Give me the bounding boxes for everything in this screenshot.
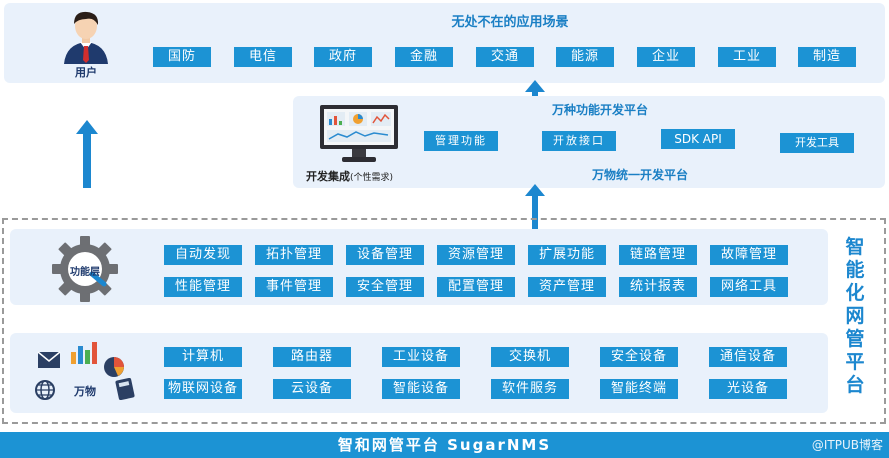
function-tag: 拓扑管理 xyxy=(255,245,333,265)
function-tag: 事件管理 xyxy=(255,277,333,297)
scenarios-panel xyxy=(4,3,885,83)
things-label: 万物 xyxy=(74,385,96,398)
function-tag: 设备管理 xyxy=(346,245,424,265)
things-panel xyxy=(10,333,828,413)
function-tag: 故障管理 xyxy=(710,245,788,265)
dev-integration-main: 开发集成 xyxy=(306,170,350,183)
up-arrow-left-head xyxy=(76,120,98,134)
calculator-icon xyxy=(115,377,135,401)
device-tag: 计算机 xyxy=(164,347,242,367)
scenario-tag: 制造 xyxy=(798,47,856,67)
function-tag: 自动发现 xyxy=(164,245,242,265)
dev-title: 万种功能开发平台 xyxy=(551,103,648,117)
function-tag: 资产管理 xyxy=(528,277,606,297)
side-title-char: 能 xyxy=(845,259,865,281)
scenario-tag: 能源 xyxy=(556,47,614,67)
side-title-char: 平 xyxy=(845,351,865,373)
footer-bar xyxy=(0,432,889,458)
function-tag: 网络工具 xyxy=(710,277,788,297)
side-title-char: 网 xyxy=(845,305,865,327)
bar-chart-icon xyxy=(70,340,98,364)
footer-title: 智和网管平台 SugarNMS xyxy=(337,436,552,454)
user-label: 用户 xyxy=(75,66,97,79)
device-tag: 路由器 xyxy=(273,347,351,367)
side-title: 智 能 化 网 管 平 台 xyxy=(843,236,867,397)
side-title-char: 台 xyxy=(845,374,865,396)
scenario-tag: 金融 xyxy=(395,47,453,67)
device-tag: 安全设备 xyxy=(600,347,678,367)
function-layer-label: 功能层 xyxy=(70,267,100,278)
monitor-icon xyxy=(318,103,400,165)
globe-icon xyxy=(34,379,56,401)
scenario-tag: 电信 xyxy=(234,47,292,67)
email-icon xyxy=(37,351,61,369)
function-tag: 性能管理 xyxy=(164,277,242,297)
dev-item: SDK API xyxy=(661,129,735,149)
side-title-char: 管 xyxy=(845,328,865,350)
device-tag: 工业设备 xyxy=(382,347,460,367)
dev-integration-label: 开发集成(个性需求) xyxy=(306,168,426,184)
user-icon xyxy=(60,6,112,64)
dev-item: 开发工具 xyxy=(780,133,854,153)
device-tag: 智能终端 xyxy=(600,379,678,399)
side-title-char: 化 xyxy=(845,282,865,304)
dev-subtitle: 万物统一开发平台 xyxy=(591,168,688,182)
scenario-tag: 工业 xyxy=(718,47,776,67)
device-tag: 通信设备 xyxy=(709,347,787,367)
function-tag: 资源管理 xyxy=(437,245,515,265)
device-tag: 物联网设备 xyxy=(164,379,242,399)
up-arrow-left xyxy=(83,134,91,188)
dev-item: 开放接口 xyxy=(542,131,616,151)
device-tag: 云设备 xyxy=(273,379,351,399)
up-arrow-mid-head xyxy=(525,184,545,196)
side-title-char: 智 xyxy=(845,236,865,258)
platform-dashed-frame xyxy=(2,218,886,424)
function-tag: 扩展功能 xyxy=(528,245,606,265)
dev-item: 管理功能 xyxy=(424,131,498,151)
device-tag: 交换机 xyxy=(491,347,569,367)
watermark: @ITPUB博客 xyxy=(811,438,883,452)
device-tag: 智能设备 xyxy=(382,379,460,399)
device-tag: 光设备 xyxy=(709,379,787,399)
gear-icon xyxy=(50,234,120,304)
up-arrow-top-head xyxy=(525,80,545,92)
function-tag: 链路管理 xyxy=(619,245,697,265)
device-tag: 软件服务 xyxy=(491,379,569,399)
dev-integration-sub: (个性需求) xyxy=(350,173,394,183)
function-tag: 配置管理 xyxy=(437,277,515,297)
scenarios-title: 无处不在的应用场景 xyxy=(451,15,569,30)
up-arrow-mid xyxy=(532,196,538,232)
scenario-tag: 政府 xyxy=(314,47,372,67)
function-tag: 安全管理 xyxy=(346,277,424,297)
function-tag: 统计报表 xyxy=(619,277,697,297)
scenario-tag: 交通 xyxy=(476,47,534,67)
scenario-tag: 企业 xyxy=(637,47,695,67)
scenario-tag: 国防 xyxy=(153,47,211,67)
pie-chart-icon xyxy=(103,356,125,378)
